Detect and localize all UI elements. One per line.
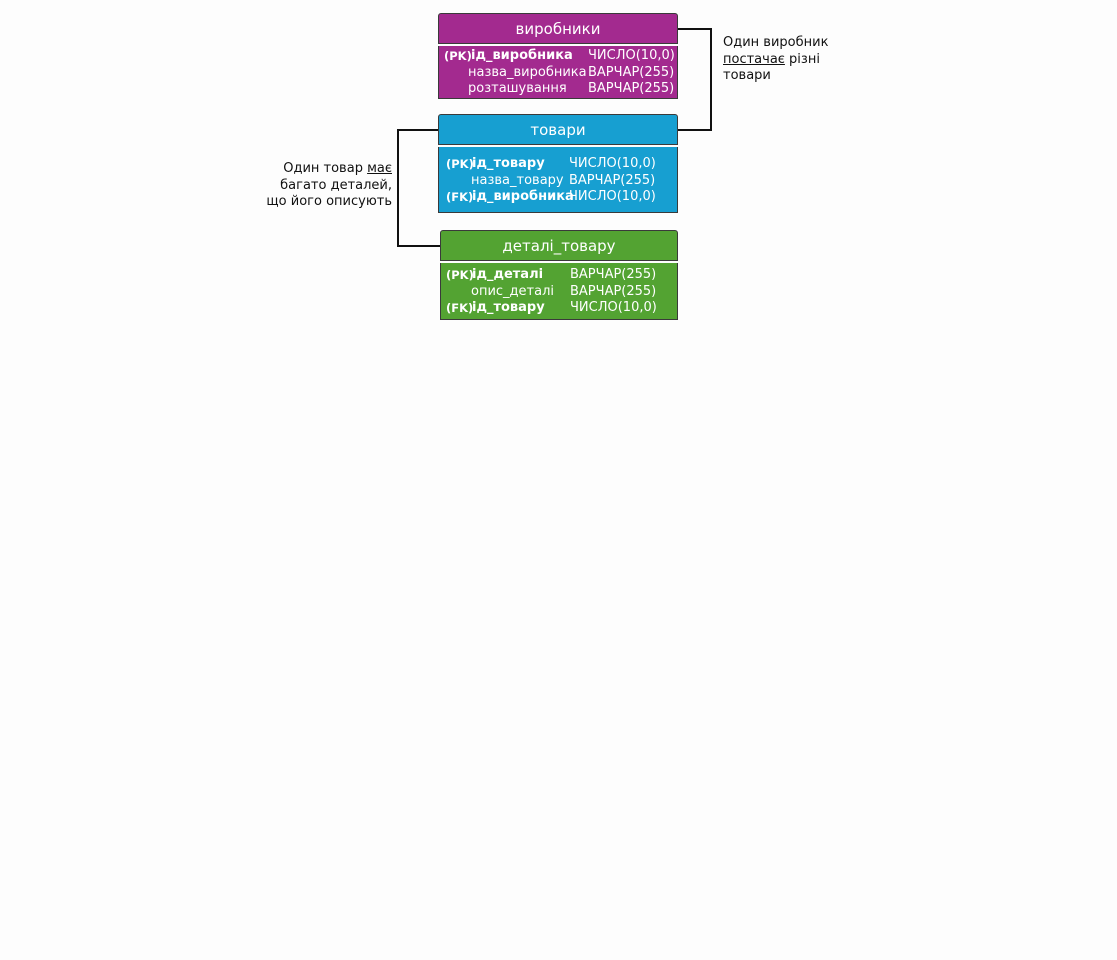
entity-detali-title: деталі_товару <box>502 236 616 255</box>
field-key: (FK) <box>446 301 474 315</box>
field-row: (PK) ід_деталі ВАРЧАР(255) <box>441 267 677 284</box>
field-type: ЧИСЛО(10,0) <box>570 300 657 315</box>
relationship-label-text: Один товар <box>283 161 368 176</box>
field-type: ВАРЧАР(255) <box>588 81 675 96</box>
field-name: ід_виробника <box>472 189 574 204</box>
relationship-label-line: Один товар має <box>266 161 392 178</box>
field-row: назва_товару ВАРЧАР(255) <box>439 173 677 190</box>
field-type: ВАРЧАР(255) <box>588 64 675 80</box>
relationship-label-has: Один товар має багато деталей, що його о… <box>266 161 392 211</box>
relationship-verb: постачає <box>723 51 785 67</box>
field-name: ід_товару <box>472 300 545 315</box>
field-type: ЧИСЛО(10,0) <box>569 189 656 204</box>
field-type: ЧИСЛО(10,0) <box>588 48 675 63</box>
connector-tovary-detali <box>397 129 440 247</box>
field-row: назва_виробника ВАРЧАР(255) <box>439 65 677 82</box>
entity-detali-header[interactable]: деталі_товару <box>440 230 678 261</box>
field-key: (PK) <box>444 49 472 63</box>
field-name: ід_деталі <box>472 267 544 282</box>
entity-vyrobnyky-fields: (PK) ід_виробника ЧИСЛО(10,0) назва_виро… <box>438 46 678 99</box>
field-row: (PK) ід_виробника ЧИСЛО(10,0) <box>439 48 677 65</box>
field-key: (FK) <box>446 190 474 204</box>
field-name: ід_виробника <box>471 48 573 63</box>
relationship-label-line: постачає різні <box>723 52 828 69</box>
entity-tovary-title: товари <box>530 120 586 139</box>
entity-detali[interactable]: деталі_товару (PK) ід_деталі ВАРЧАР(255)… <box>440 230 678 320</box>
entity-tovary-header[interactable]: товари <box>438 114 678 145</box>
field-name: розташування <box>468 81 567 96</box>
field-row: (FK) ід_товару ЧИСЛО(10,0) <box>441 300 677 317</box>
relationship-label-text: різні <box>784 51 820 67</box>
field-type: ВАРЧАР(255) <box>570 267 657 282</box>
relationship-label-line: товари <box>723 68 771 83</box>
entity-vyrobnyky-title: виробники <box>515 19 601 38</box>
relationship-verb: має <box>367 161 392 176</box>
field-key: (PK) <box>446 268 474 282</box>
entity-detali-fields: (PK) ід_деталі ВАРЧАР(255) опис_деталі В… <box>440 263 678 320</box>
field-row: (FK) ід_виробника ЧИСЛО(10,0) <box>439 189 677 206</box>
entity-vyrobnyky[interactable]: виробники (PK) ід_виробника ЧИСЛО(10,0) … <box>438 13 678 99</box>
entity-tovary-fields: (PK) ід_товару ЧИСЛО(10,0) назва_товару … <box>438 147 678 213</box>
field-row: розташування ВАРЧАР(255) <box>439 81 677 98</box>
field-type: ВАРЧАР(255) <box>569 172 656 188</box>
field-name: ід_товару <box>472 156 545 171</box>
relationship-label-line: Один виробник <box>723 35 829 50</box>
relationship-label-line: що його описують <box>266 194 392 209</box>
connector-vyrobnyky-tovary <box>678 28 712 131</box>
field-key: (PK) <box>446 157 474 171</box>
entity-tovary[interactable]: товари (PK) ід_товару ЧИСЛО(10,0) назва_… <box>438 114 678 213</box>
field-type: ЧИСЛО(10,0) <box>569 156 656 171</box>
field-row: (PK) ід_товару ЧИСЛО(10,0) <box>439 156 677 173</box>
field-type: ВАРЧАР(255) <box>570 283 657 299</box>
entity-vyrobnyky-header[interactable]: виробники <box>438 13 678 44</box>
field-row: опис_деталі ВАРЧАР(255) <box>441 284 677 301</box>
relationship-label-supplies: Один виробник постачає різні товари <box>723 35 828 85</box>
field-name: назва_виробника <box>468 64 587 80</box>
relationship-label-line: багато деталей, <box>280 177 392 193</box>
field-name: опис_деталі <box>471 283 554 299</box>
field-name: назва_товару <box>471 172 564 188</box>
